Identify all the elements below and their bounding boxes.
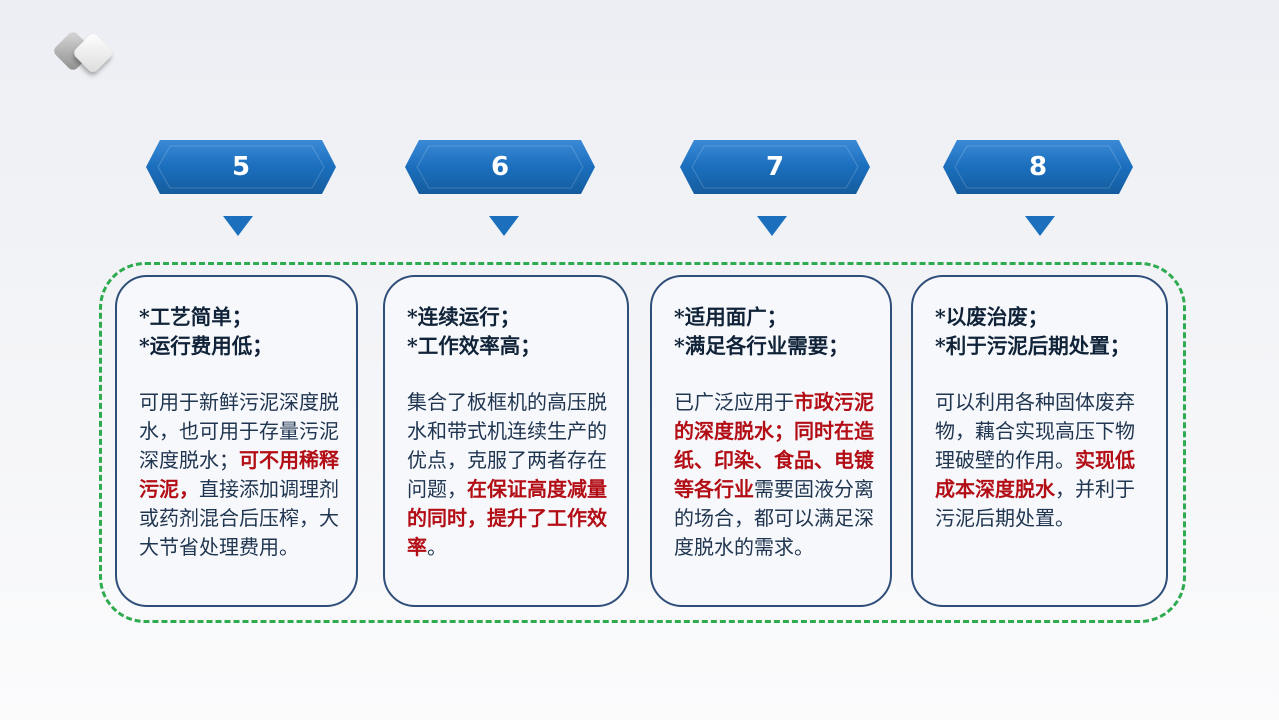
description-text: 集合了板框机的高压脱水和带式机连续生产的优点，克服了两者存在问题， [407, 390, 607, 501]
card-headline: *适用面广； [674, 305, 788, 329]
highlight-text: 在保证高度减量的同时，提升了工作效率 [407, 477, 607, 559]
step-card-5: *工艺简单； *运行费用低； 可用于新鲜污泥深度脱水，也可用于存量污泥深度脱水；可不… [115, 275, 358, 607]
card-headline: *工作效率高； [407, 334, 541, 358]
logo-diamond-icon [54, 32, 112, 72]
card-headline: *满足各行业需要； [674, 334, 849, 358]
step-banner-5: 5 [146, 140, 336, 194]
banner-shape [405, 140, 595, 194]
step-banner-6: 6 [405, 140, 595, 194]
card-description: 已广泛应用于市政污泥的深度脱水；同时在造纸、印染、食品、电镀等各行业需要固液分离… [674, 388, 878, 562]
description-text: 已广泛应用于 [674, 390, 794, 414]
highlight-text: 可不用稀释污泥， [139, 448, 339, 501]
card-description: 可用于新鲜污泥深度脱水，也可用于存量污泥深度脱水；可不用稀释污泥，直接添加调理剂… [139, 388, 344, 562]
description-text: 可以利用各种固体废弃物，藕合实现高压下物理破壁的作用。 [935, 390, 1135, 472]
card-headline: *运行费用低； [139, 334, 273, 358]
banner-shape [943, 140, 1133, 194]
down-arrow-icon [489, 216, 519, 236]
down-arrow-icon [1025, 216, 1055, 236]
highlight-text: 实现低成本深度脱水 [935, 448, 1135, 501]
step-banner-8: 8 [943, 140, 1133, 194]
step-number: 7 [765, 152, 785, 182]
step-number: 6 [490, 152, 510, 182]
description-text: 可用于新鲜污泥深度脱水，也可用于存量污泥深度脱水； [139, 390, 339, 472]
step-card-8: *以废治废； *利于污泥后期处置； 可以利用各种固体废弃物，藕合实现高压下物理破壁的… [911, 275, 1168, 607]
down-arrow-icon [223, 216, 253, 236]
step-number: 5 [231, 152, 251, 182]
description-text: 需要固液分离的场合，都可以满足深度脱水的需求。 [674, 477, 874, 559]
step-card-7: *适用面广； *满足各行业需要； 已广泛应用于市政污泥的深度脱水；同时在造纸、印染、… [650, 275, 892, 607]
step-number: 8 [1028, 152, 1048, 182]
description-text: 。 [427, 535, 447, 559]
description-text: 直接添加调理剂或药剂混合后压榨，大大节省处理费用。 [139, 477, 339, 559]
step-card-6: *连续运行； *工作效率高； 集合了板框机的高压脱水和带式机连续生产的优点，克服了两… [383, 275, 629, 607]
card-headline: *工艺简单； [139, 305, 253, 329]
dashed-group-frame [99, 262, 1186, 623]
highlight-text: 市政污泥的深度脱水；同时在造纸、印染、食品、电镀等各行业 [674, 390, 874, 501]
banner-shape [680, 140, 870, 194]
description-text: ，并利于污泥后期处置。 [935, 477, 1135, 530]
step-banner-7: 7 [680, 140, 870, 194]
card-description: 集合了板框机的高压脱水和带式机连续生产的优点，克服了两者存在问题，在保证高度减量… [407, 388, 615, 562]
card-headline: *连续运行； [407, 305, 521, 329]
card-description: 可以利用各种固体废弃物，藕合实现高压下物理破壁的作用。实现低成本深度脱水，并利于… [935, 388, 1154, 533]
down-arrow-icon [757, 216, 787, 236]
card-headline: *利于污泥后期处置； [935, 334, 1131, 358]
card-headline: *以废治废； [935, 305, 1049, 329]
banner-shape [146, 140, 336, 194]
